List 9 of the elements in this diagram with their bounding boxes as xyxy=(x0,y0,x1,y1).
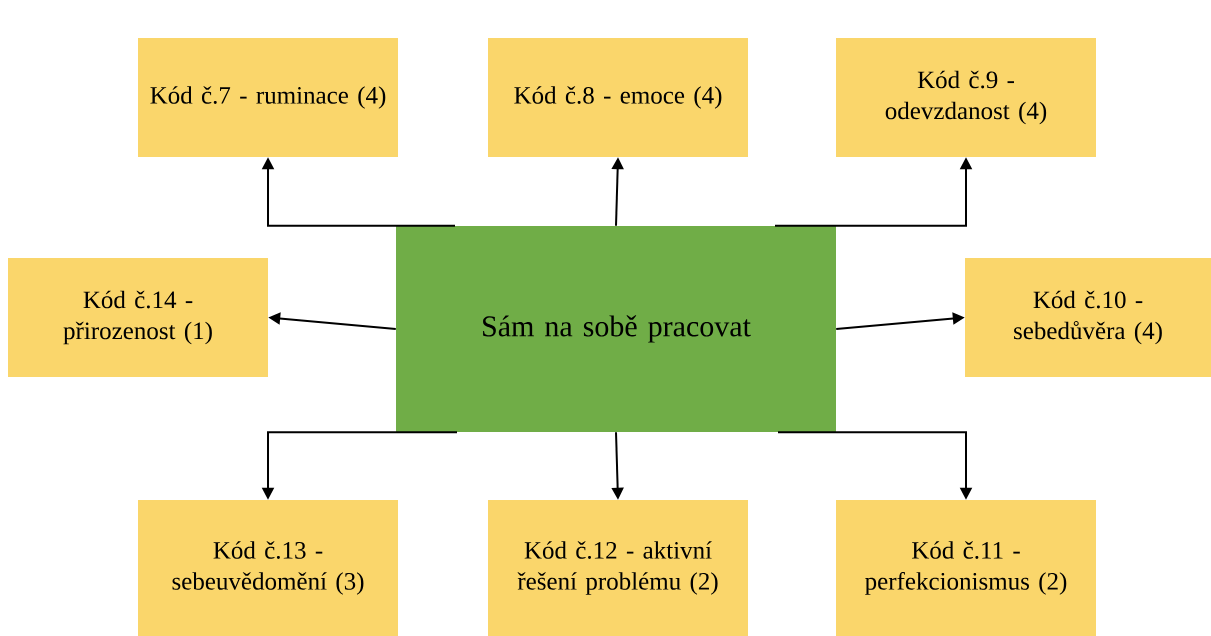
code-box: Kód č.9 - odevzdanost (4) xyxy=(836,38,1096,157)
code-box: Kód č.14 - přirozenost (1) xyxy=(8,258,268,377)
code-box: Kód č.10 - sebedůvěra (4) xyxy=(965,258,1211,377)
code-box: Kód č.8 - emoce (4) xyxy=(488,38,748,157)
code-box: Kód č.11 - perfekcionismus (2) xyxy=(836,500,1096,636)
central-box: Sám na sobě pracovat xyxy=(396,226,836,432)
code-box: Kód č.13 - sebeuvědomění (3) xyxy=(138,500,398,636)
code-box: Kód č.7 - ruminace (4) xyxy=(138,38,398,157)
code-box: Kód č.12 - aktivní řešení problému (2) xyxy=(488,500,748,636)
